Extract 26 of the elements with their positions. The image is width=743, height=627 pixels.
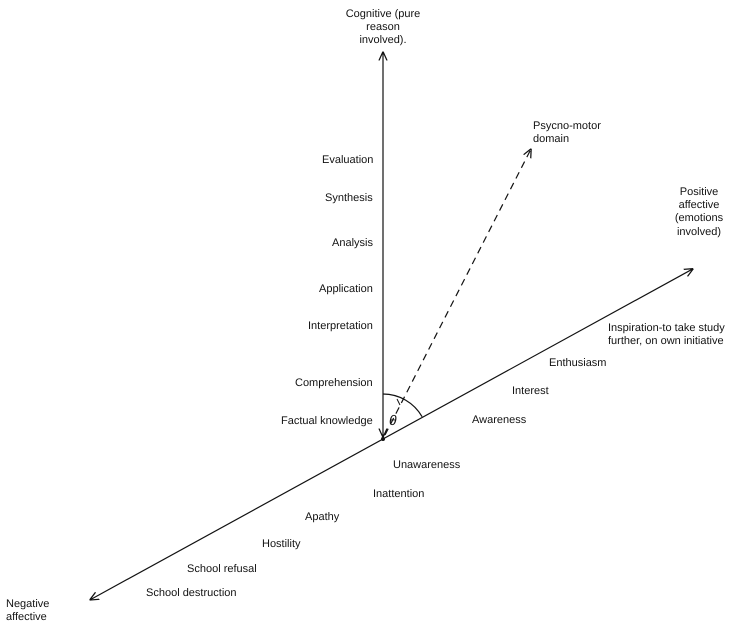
- axis-label: Cognitive (pure reason involved).: [343, 8, 423, 48]
- scale-label: Factual knowledge: [281, 414, 373, 428]
- scale-label: Enthusiasm: [549, 356, 606, 370]
- scale-label: Hostility: [262, 538, 301, 551]
- origin-point: [381, 437, 385, 441]
- axis-label: Psycno-motor domain: [533, 120, 633, 146]
- axis-label: Negative affective: [6, 598, 66, 624]
- axis-label: Positive affective (emotions involved): [660, 186, 738, 239]
- scale-label: Inattention: [373, 488, 424, 501]
- axis-arrow: [384, 148, 532, 436]
- scale-label: Interest: [512, 384, 549, 398]
- scale-label: Application: [319, 282, 373, 296]
- scale-label: Comprehension: [295, 376, 373, 390]
- scale-label: Unawareness: [393, 458, 460, 472]
- scale-label: Analysis: [332, 236, 373, 250]
- scale-label: Apathy: [305, 510, 340, 524]
- scale-label: Awareness: [472, 414, 526, 427]
- scale-label: Synthesis: [325, 192, 373, 205]
- scale-label: Interpretation: [308, 320, 373, 333]
- scale-label: School refusal: [187, 562, 257, 576]
- axis-arrow: [378, 50, 388, 438]
- angle-symbol: θ: [389, 412, 397, 428]
- scale-label: Inspiration-to take study further, on own initiative: [608, 322, 726, 348]
- axis-arrow: [88, 268, 694, 601]
- scale-label: Evaluation: [322, 154, 374, 167]
- scale-label: School destruction: [146, 586, 236, 600]
